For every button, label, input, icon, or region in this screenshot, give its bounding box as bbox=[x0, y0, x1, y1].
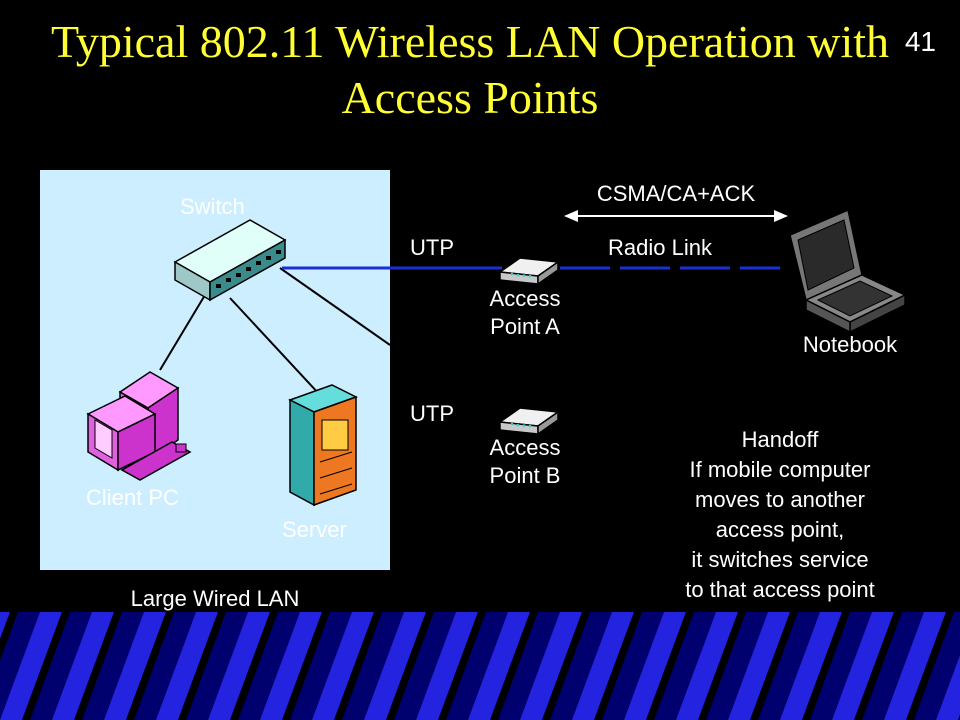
access-point-a-line1: Access bbox=[489, 286, 561, 311]
stripe-gap bbox=[594, 612, 642, 720]
large-wired-lan-label: Large Wired LAN bbox=[130, 586, 300, 611]
stripe-gap bbox=[438, 612, 486, 720]
utp-label-a: UTP bbox=[410, 235, 454, 260]
stripe-gap bbox=[490, 612, 538, 720]
stripe-pattern bbox=[0, 612, 960, 720]
switch-to-ap-b-link bbox=[279, 267, 391, 346]
stripe bbox=[208, 612, 270, 720]
switch-to-server-link bbox=[229, 297, 321, 396]
stripe bbox=[728, 612, 790, 720]
notebook-icon bbox=[789, 208, 907, 334]
stripe-gap bbox=[22, 612, 70, 720]
stripe-gap bbox=[230, 612, 278, 720]
wired-lan-region bbox=[40, 170, 390, 570]
stripe bbox=[104, 612, 166, 720]
stripe bbox=[156, 612, 218, 720]
handoff-line-6: to that access point bbox=[685, 577, 875, 602]
notebook-label: Notebook bbox=[802, 332, 898, 357]
handoff-text: Handoff If mobile computer moves to anot… bbox=[640, 425, 920, 605]
stripe bbox=[832, 612, 894, 720]
csma-arrow-left-head bbox=[564, 210, 578, 222]
stripe-gap bbox=[542, 612, 590, 720]
stripe-gap bbox=[906, 612, 954, 720]
stripe-gap bbox=[750, 612, 798, 720]
page-number: 41 bbox=[904, 26, 936, 57]
decorative-stripe-band bbox=[0, 612, 960, 720]
access-point-a-line2: Point A bbox=[490, 314, 560, 339]
stripe-gap bbox=[854, 612, 902, 720]
server-label: Server bbox=[282, 517, 347, 542]
switch-icon bbox=[173, 219, 287, 302]
access-point-a-label: Access Point A bbox=[470, 285, 580, 341]
handoff-line-4: access point, bbox=[715, 517, 845, 542]
handoff-line-3: moves to another bbox=[695, 487, 865, 512]
csma-arrow-right-head bbox=[774, 210, 788, 222]
stripe bbox=[312, 612, 374, 720]
access-point-a-icon bbox=[497, 257, 561, 286]
stripe-gap bbox=[698, 612, 746, 720]
stripe-gap bbox=[386, 612, 434, 720]
stripe-gap bbox=[646, 612, 694, 720]
csma-label: CSMA/CA+ACK bbox=[596, 181, 756, 206]
stripe bbox=[52, 612, 114, 720]
stripe bbox=[260, 612, 322, 720]
stripe-gap bbox=[334, 612, 382, 720]
stripe bbox=[468, 612, 530, 720]
radio-link-label: Radio Link bbox=[608, 235, 712, 260]
stripe bbox=[416, 612, 478, 720]
stripe bbox=[572, 612, 634, 720]
client-pc-icon bbox=[86, 371, 192, 481]
access-point-b-icon bbox=[497, 407, 561, 436]
stripe-gap bbox=[282, 612, 330, 720]
access-point-b-line1: Access bbox=[489, 435, 561, 460]
stripe bbox=[624, 612, 686, 720]
handoff-line-2: If mobile computer bbox=[689, 457, 871, 482]
access-point-b-label: Access Point B bbox=[470, 434, 580, 490]
stripe bbox=[884, 612, 946, 720]
stripe-gap bbox=[126, 612, 174, 720]
switch-to-client-link bbox=[159, 294, 206, 371]
slide-title: Typical 802.11 Wireless LAN Operation wi… bbox=[50, 16, 890, 123]
stripe bbox=[364, 612, 426, 720]
stripe bbox=[780, 612, 842, 720]
handoff-line-1: Handoff bbox=[741, 427, 819, 452]
stripe bbox=[520, 612, 582, 720]
stripe-gap bbox=[178, 612, 226, 720]
switch-label: Switch bbox=[180, 194, 245, 219]
utp-label-b: UTP bbox=[410, 401, 454, 426]
handoff-line-5: it switches service bbox=[691, 547, 869, 572]
client-pc-label: Client PC bbox=[86, 485, 179, 510]
stripe bbox=[676, 612, 738, 720]
stripe bbox=[0, 612, 62, 720]
stripe-gap bbox=[802, 612, 850, 720]
access-point-b-line2: Point B bbox=[489, 463, 561, 488]
stripe-gap bbox=[74, 612, 122, 720]
server-icon bbox=[288, 384, 358, 507]
